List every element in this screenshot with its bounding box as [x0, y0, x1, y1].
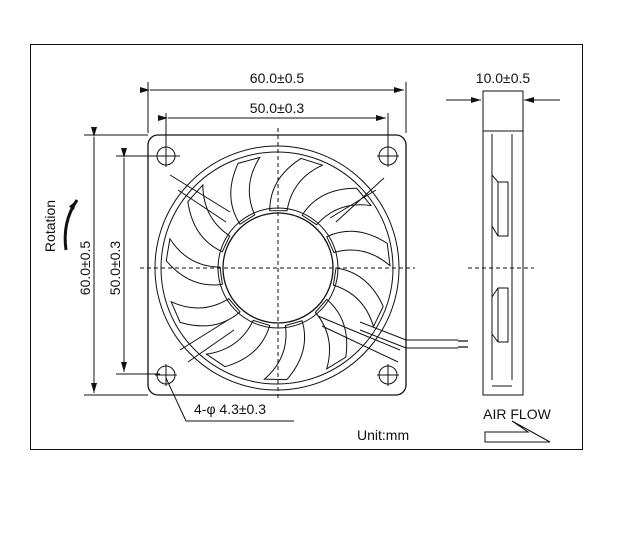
- airflow-arrow-icon: [484, 420, 551, 443]
- fan-blade: [165, 237, 223, 286]
- fan-blade: [269, 157, 324, 212]
- vertical-hole-spacing-label: 50.0±0.3: [107, 241, 123, 296]
- height-label: 60.0±0.5: [77, 241, 93, 296]
- fan-blade: [230, 156, 261, 225]
- hole-callout: 4-φ 4.3±0.3: [165, 377, 294, 422]
- fan-blade: [205, 319, 271, 368]
- fan-side-view: 10.0±0.5: [446, 70, 560, 396]
- height-dimension: 60.0±0.5: [77, 127, 148, 396]
- hole-spacing-label: 50.0±0.3: [250, 100, 305, 116]
- fan-cable: [359, 321, 458, 349]
- fan-blade: [187, 183, 231, 253]
- thickness-label: 10.0±0.5: [476, 70, 531, 86]
- fan-blade: [314, 298, 348, 370]
- hole-spacing-dimension: 50.0±0.3: [158, 100, 389, 150]
- width-dimension: 60.0±0.5: [140, 70, 407, 133]
- fan-blade: [170, 297, 241, 327]
- rotation-label: Rotation: [42, 200, 58, 252]
- drawing-frame: [30, 44, 583, 450]
- rotation-arrow-icon: [63, 199, 79, 251]
- hole-label: 4-φ 4.3±0.3: [194, 401, 266, 417]
- fan-blade: [332, 267, 384, 328]
- unit-label: Unit:mm: [357, 427, 409, 443]
- fan-blade: [263, 320, 306, 381]
- width-label: 60.0±0.5: [250, 70, 305, 86]
- fan-front-view: [140, 128, 468, 400]
- fan-blade: [326, 230, 391, 267]
- vertical-hole-spacing-dimension: 50.0±0.3: [107, 148, 180, 375]
- airflow-label: AIR FLOW: [483, 406, 551, 422]
